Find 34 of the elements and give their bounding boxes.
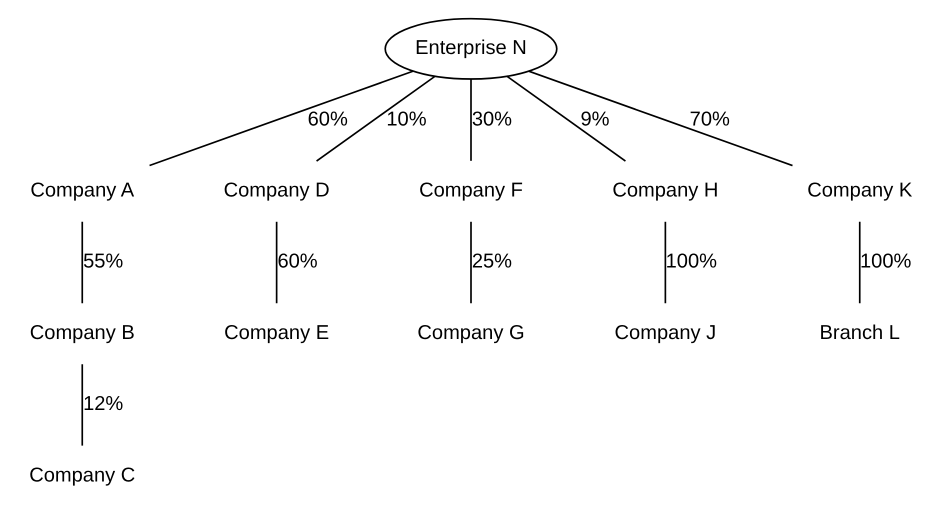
node-text: Company D <box>224 178 330 201</box>
connector <box>858 221 861 303</box>
connector <box>276 221 278 303</box>
connector <box>316 75 436 162</box>
node-text: Company E <box>224 321 330 344</box>
connector <box>470 221 472 303</box>
edge-label: 70% <box>690 108 730 130</box>
edge-label: 55% <box>83 250 124 272</box>
edge-label: 9% <box>580 108 610 130</box>
edge-label: 10% <box>386 108 427 130</box>
connector <box>506 75 626 162</box>
connector <box>81 364 84 446</box>
node-text: Company C <box>29 464 136 486</box>
edge-label: 100% <box>860 250 912 272</box>
node-ellipse: Enterprise N <box>384 17 558 80</box>
node-text: Company K <box>807 178 912 201</box>
node-text: Company G <box>417 321 525 344</box>
node-text: Company J <box>614 321 716 344</box>
edge-label: 25% <box>472 250 512 272</box>
edge-label: 60% <box>308 108 348 130</box>
connector <box>664 221 666 303</box>
connector <box>470 78 472 160</box>
node-text: Company B <box>30 321 135 344</box>
edge-label: 12% <box>83 392 124 415</box>
edge-label: 30% <box>472 108 512 130</box>
edge-label: 60% <box>277 250 318 272</box>
edge-label: 100% <box>666 250 718 272</box>
connector <box>528 70 793 166</box>
node-text: Company H <box>612 178 718 201</box>
node-text: Company F <box>419 178 523 201</box>
connector <box>81 221 84 303</box>
connector <box>149 70 414 166</box>
node-text: Company A <box>30 178 134 201</box>
node-text: Branch L <box>820 321 900 344</box>
